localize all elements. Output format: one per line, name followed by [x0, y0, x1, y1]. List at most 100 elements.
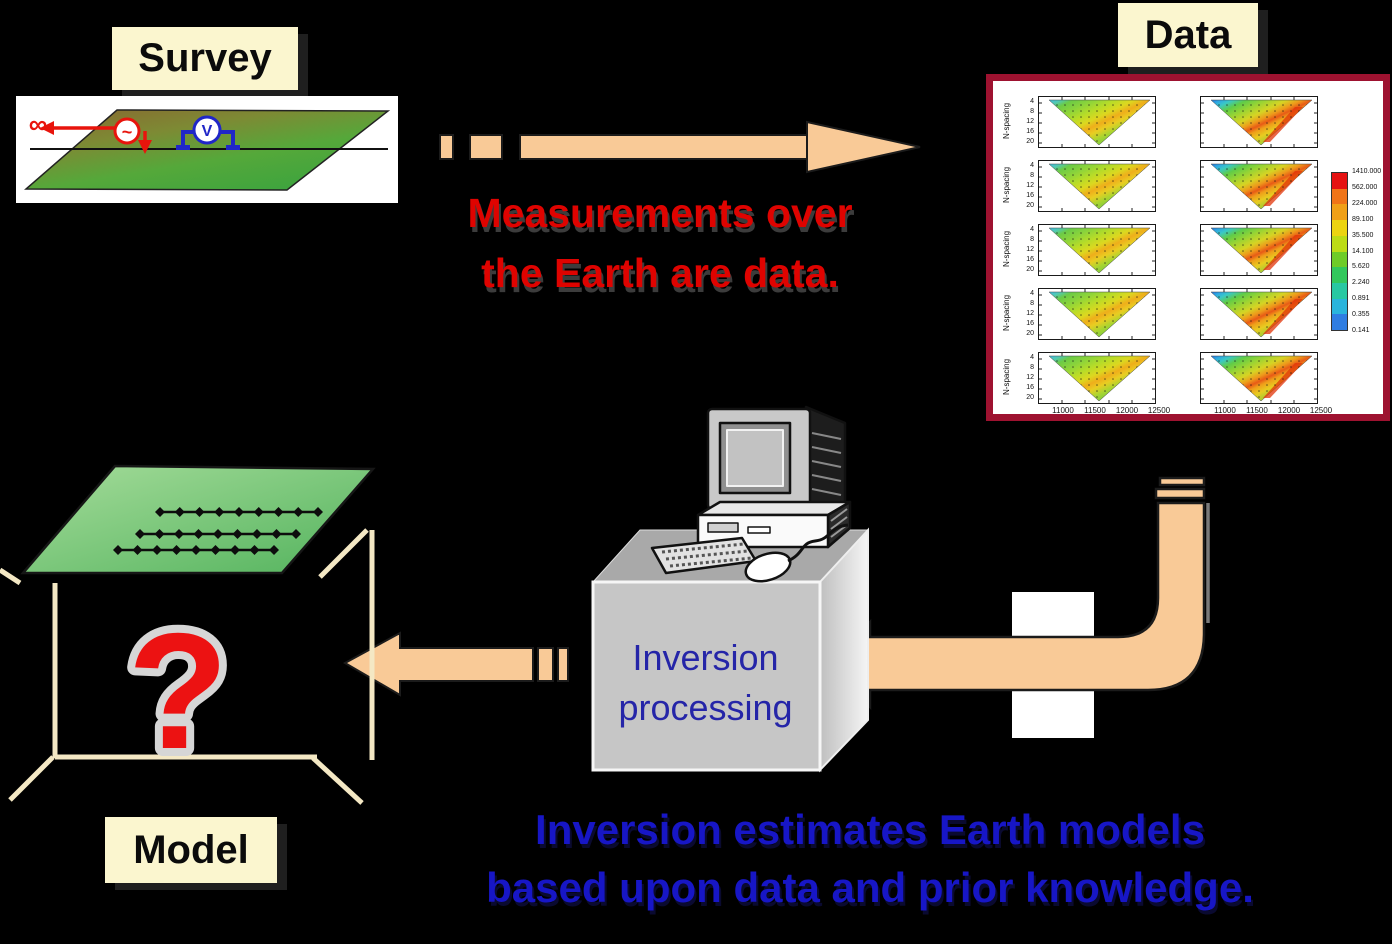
colorbar-label: 0.891: [1352, 295, 1370, 303]
y-tick-label: 4: [1030, 290, 1034, 297]
survey-diamond-marker: [213, 529, 223, 539]
survey-diamond-marker: [269, 545, 279, 555]
infinity-icon: ∞: [29, 109, 48, 139]
colorbar: [1331, 172, 1348, 331]
y-axis-label: N-spacing: [1002, 167, 1011, 204]
y-tick-label: 16: [1026, 128, 1034, 135]
mouse-icon: [744, 523, 849, 583]
colorbar-segment: [1332, 267, 1347, 283]
colorbar-label: 35.500: [1352, 231, 1374, 239]
survey-diamond-marker: [191, 545, 201, 555]
arrow-survey-to-data: [439, 120, 921, 174]
colorbar-segment: [1332, 251, 1347, 268]
pseudosection-plot: [1038, 352, 1156, 404]
processor-line2: processing: [618, 687, 793, 728]
data-label-text: Data: [1144, 12, 1232, 57]
colorbar-label: 562.000: [1352, 183, 1378, 191]
colorbar-segment: [1332, 314, 1347, 331]
survey-diamond-marker: [273, 507, 284, 517]
x-tick-label: 12500: [1309, 406, 1333, 415]
y-tick-label: 12: [1026, 246, 1034, 253]
survey-diamond-marker: [194, 507, 205, 517]
right-arrowhead-icon: [806, 120, 921, 174]
source-symbol: ~: [122, 122, 133, 142]
colorbar-segment: [1332, 298, 1347, 315]
survey-diamond-marker: [171, 545, 182, 555]
monitor-icon: [706, 405, 847, 520]
y-tick-label: 8: [1030, 108, 1034, 115]
measurements-caption: Measurements over the Earth are data.: [430, 183, 890, 303]
pseudosection-plot: [1200, 288, 1318, 340]
y-tick-label: 20: [1026, 202, 1034, 209]
x-tick-label: 11000: [1214, 406, 1236, 415]
pseudosection-plot: [1200, 96, 1318, 148]
colorbar-label: 89.100: [1352, 215, 1374, 223]
y-axis-label: N-spacing: [1002, 231, 1011, 268]
survey-diamond-marker: [253, 507, 264, 517]
y-tick-label: 8: [1030, 364, 1034, 371]
colorbar-label: 2.240: [1352, 279, 1370, 287]
survey-diamond-marker: [193, 529, 204, 539]
data-label: Data: [1118, 3, 1258, 67]
x-tick-label: 12000: [1115, 406, 1139, 415]
survey-diamond-marker: [249, 545, 260, 555]
survey-diamond-marker: [234, 507, 244, 517]
x-tick-label: 11500: [1246, 406, 1268, 415]
y-tick-label: 20: [1026, 394, 1034, 401]
colorbar-segment: [1332, 188, 1347, 205]
y-tick-label: 8: [1030, 172, 1034, 179]
left-arrow-body: [342, 631, 534, 697]
down-arrowhead-icon: [138, 140, 152, 154]
arrow-dash: [469, 134, 503, 160]
survey-label: Survey: [112, 27, 298, 90]
mouse-cable: [787, 523, 849, 563]
y-tick-label: 16: [1026, 320, 1034, 327]
survey-diamond-marker: [252, 529, 262, 539]
arrow-shaft: [519, 134, 808, 160]
pseudosection-plot: [1038, 224, 1156, 276]
survey-diamond-marker: [174, 507, 185, 517]
model-cube-wireframe: [0, 528, 375, 805]
survey-diamond-marker: [313, 507, 323, 517]
colorbar-label: 0.141: [1352, 327, 1370, 334]
y-tick-label: 12: [1026, 118, 1034, 125]
pseudosection-plot: [1200, 224, 1318, 276]
survey-diamond-marker: [214, 507, 225, 517]
arrow-dash: [537, 647, 554, 682]
inversion-caption: Inversion estimates Earth models based u…: [420, 801, 1320, 917]
pseudosection-plot: [1200, 352, 1318, 404]
y-tick-label: 20: [1026, 330, 1034, 337]
processing-box-front: [591, 580, 822, 772]
x-tick-label: 12000: [1277, 406, 1301, 415]
x-tick-label: 11000: [1052, 406, 1074, 415]
colorbar-segment: [1332, 235, 1347, 252]
keyboard-icon: [650, 536, 758, 575]
y-tick-label: 8: [1030, 236, 1034, 243]
cpu-case-icon: [696, 500, 852, 549]
y-tick-label: 4: [1030, 226, 1034, 233]
voltmeter-icon: V: [176, 115, 240, 150]
survey-diamond-marker: [210, 545, 221, 555]
model-label-text: Model: [133, 827, 249, 872]
elbow-arrow-body: [825, 501, 1206, 711]
survey-diamond-marker: [154, 529, 165, 539]
y-tick-label: 12: [1026, 310, 1034, 317]
survey-diamond-marker: [271, 529, 282, 539]
current-source-icon: ∞ ~: [29, 109, 152, 154]
y-axis-label: N-spacing: [1002, 359, 1011, 396]
survey-illustration: ∞ ~ V: [16, 96, 398, 203]
survey-diamond-marker: [232, 529, 243, 539]
left-arrowhead-icon: [40, 121, 54, 135]
survey-diamond-marker: [135, 529, 145, 539]
arrow-dash: [557, 647, 569, 682]
arrow-dash: [1154, 487, 1206, 500]
y-tick-label: 16: [1026, 256, 1034, 263]
colorbar-label: 5.620: [1352, 263, 1370, 271]
inversion-caption-line1: Inversion estimates Earth models: [535, 806, 1205, 853]
colorbar-segment: [1332, 173, 1347, 189]
y-tick-label: 4: [1030, 354, 1034, 361]
question-mark-glyph: ?: [128, 599, 229, 765]
colorbar-label: 1410.000: [1352, 168, 1382, 175]
